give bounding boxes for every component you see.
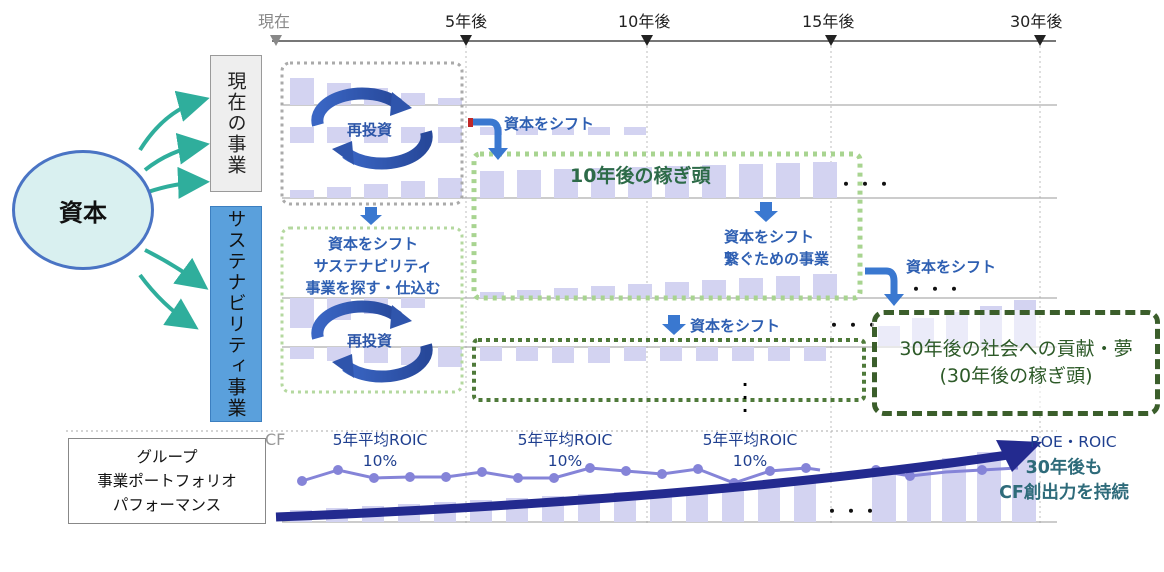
- sust-shift-line3: 事業を探す・仕込む: [305, 279, 441, 297]
- roic-2-title: 5年平均ROIC: [517, 431, 613, 449]
- timeline-label-now: 現在: [258, 12, 291, 31]
- timeline-tick-30y: [1034, 35, 1046, 46]
- sustainability-business-label: サステナビリティ事業: [224, 209, 247, 419]
- timeline-tick-10y: [641, 35, 653, 46]
- shift-label-to-10y: 資本をシフト: [504, 115, 595, 133]
- cf30-line2: CF創出力を持続: [999, 483, 1129, 503]
- growth-arrow: [275, 450, 1009, 522]
- roic-label-2: 5年平均ROIC 10%: [503, 430, 627, 472]
- cf-axis-label: CF: [265, 430, 286, 449]
- roic-2-value: 10%: [547, 452, 583, 470]
- ellipsis-10y: ・・・: [838, 175, 896, 194]
- final-line2: (30年後の稼ぎ頭): [939, 365, 1093, 387]
- sust-shift-block: 資本をシフト サステナビリティ 事業を探す・仕込む: [286, 233, 460, 299]
- current-shift-marker: [468, 118, 473, 127]
- earner-10y-frame: [471, 151, 863, 301]
- timeline-label-5y: 5年後: [445, 12, 488, 31]
- ellipsis-lower: ・・・: [826, 316, 884, 335]
- ellipsis-cf: ・・・: [824, 502, 882, 521]
- current-reinvest-frame: [280, 61, 464, 206]
- group-line1: グループ: [136, 448, 198, 466]
- shift-label-to-30y: 資本をシフト: [906, 258, 997, 276]
- capital-arrows: [138, 90, 210, 330]
- timeline-tick-15y: [825, 35, 837, 46]
- current-business-label: 現在の事業: [224, 71, 247, 176]
- shift-label-lower: 資本をシフト: [690, 317, 781, 335]
- timeline-label-10y: 10年後: [618, 12, 671, 31]
- ellipsis-shift30: ・・・: [908, 280, 966, 299]
- group-performance-box: グループ 事業ポートフォリオ パフォーマンス: [68, 438, 266, 524]
- shift-arrows: [360, 118, 904, 335]
- timeline-label-15y: 15年後: [802, 12, 855, 31]
- sust-shift-line2: サステナビリティ: [313, 257, 433, 275]
- bars-current-lower: [290, 178, 462, 198]
- bars-current-lower-mid: [290, 127, 646, 143]
- group-line2: 事業ポートフォリオ: [97, 472, 237, 490]
- roic-3-value: 10%: [732, 452, 768, 470]
- roic-3-title: 5年平均ROIC: [702, 431, 798, 449]
- cycle-arrows-top: [311, 87, 433, 170]
- vertical-ellipsis: ···: [742, 375, 749, 420]
- inner-shift-line1: 資本をシフト: [724, 228, 815, 246]
- cf-30y-block: 30年後も CF創出力を持続: [966, 456, 1162, 506]
- roic-1-title: 5年平均ROIC: [332, 431, 428, 449]
- group-line3: パフォーマンス: [112, 496, 222, 514]
- roic-label-1: 5年平均ROIC 10%: [318, 430, 442, 472]
- final-30y-box: 30年後の社会への貢献・夢 (30年後の稼ぎ頭): [872, 310, 1160, 416]
- cycle-arrows-bottom: [311, 300, 433, 383]
- capital-node: 資本: [12, 150, 154, 270]
- inner-shift-block: 資本をシフト 繋ぐための事業: [724, 226, 829, 270]
- capital-label: 資本: [59, 198, 107, 227]
- inner-shift-line2: 繋ぐための事業: [724, 250, 830, 268]
- timeline-label-30y: 30年後: [1010, 12, 1063, 31]
- roic-line: [301, 466, 821, 485]
- cf30-line1: 30年後も: [1025, 458, 1103, 478]
- reinvest-label-bottom: 再投資: [347, 332, 393, 350]
- bars-sust-lower: [290, 347, 826, 367]
- reinvest-label-top: 再投資: [347, 121, 393, 139]
- earner-10y-label: 10年後の稼ぎ頭: [570, 165, 711, 187]
- bars-bridge-business: [480, 274, 837, 298]
- timeline-tick-5y: [460, 35, 472, 46]
- timeline-tick-now: [270, 35, 282, 46]
- final-line1: 30年後の社会への貢献・夢: [899, 338, 1133, 360]
- sustainability-business-box: サステナビリティ事業: [210, 206, 262, 422]
- roic-1-value: 10%: [362, 452, 398, 470]
- current-business-box: 現在の事業: [210, 55, 262, 192]
- bars-10y-earner: [480, 162, 837, 198]
- sust-shift-line1: 資本をシフト: [327, 235, 418, 253]
- roic-label-3: 5年平均ROIC 10%: [688, 430, 812, 472]
- roe-roic-label: ROE・ROIC: [1030, 433, 1117, 451]
